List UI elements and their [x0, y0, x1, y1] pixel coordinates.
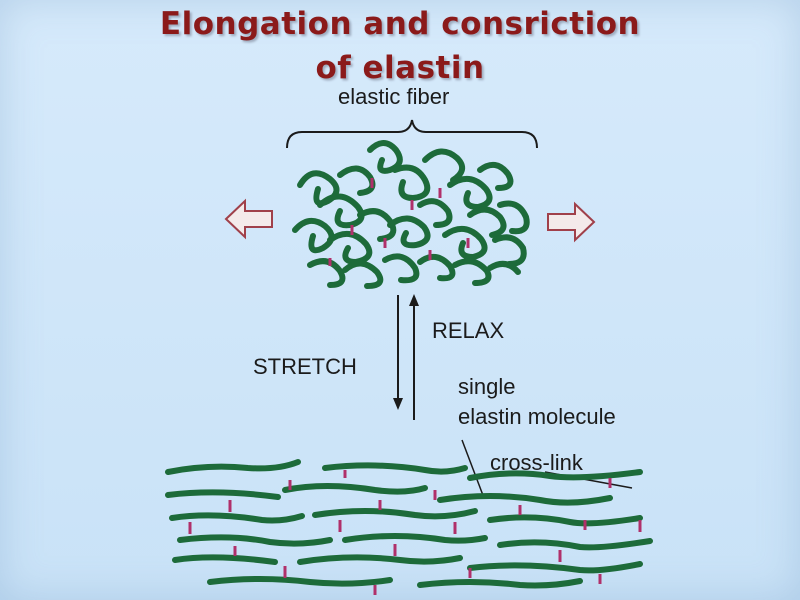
stretch-arrow-icon	[393, 295, 403, 410]
label-cross-link: cross-link	[490, 450, 583, 475]
label-elastic-fiber: elastic fiber	[338, 84, 450, 109]
relaxed-crosslinks	[328, 178, 470, 266]
label-single-line-2: elastin molecule	[458, 404, 616, 429]
slide-title: Elongation and consriction of elastin	[0, 2, 800, 90]
label-relax: RELAX	[432, 318, 505, 343]
relaxed-fiber	[292, 140, 530, 289]
title-line-1: Elongation and consriction	[159, 6, 641, 42]
stretched-fibers	[165, 459, 653, 589]
right-hollow-arrow-icon	[547, 201, 596, 243]
stretched-crosslinks	[188, 470, 642, 595]
label-stretch: STRETCH	[253, 354, 357, 379]
left-hollow-arrow-icon	[224, 198, 273, 240]
label-single-elastin-molecule: single elastin molecule	[458, 372, 616, 432]
title-line-2: of elastin	[315, 50, 485, 86]
brace-icon	[286, 119, 538, 149]
relax-arrow-icon	[409, 294, 419, 420]
single-molecule-leader	[461, 439, 485, 499]
label-single-line-1: single	[458, 374, 516, 399]
